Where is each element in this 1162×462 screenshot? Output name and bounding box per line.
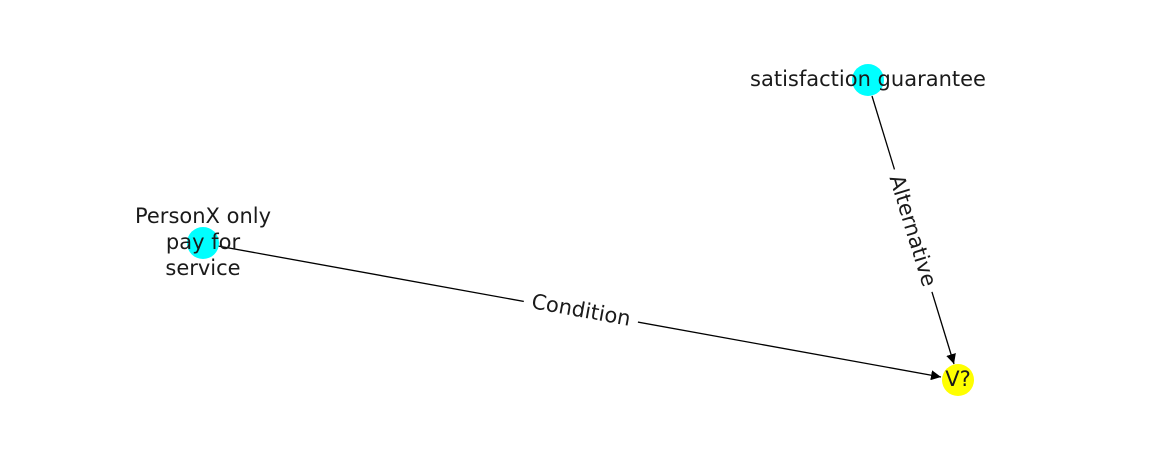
edge-alternative-label: Alternative xyxy=(885,172,942,289)
node-personx-label-line-1: PersonX only xyxy=(135,204,271,228)
edge-condition-label-bg xyxy=(521,285,641,337)
node-personx: PersonX only pay for service xyxy=(135,204,271,280)
node-v-circle xyxy=(942,364,974,396)
node-v-label: V? xyxy=(945,367,971,391)
node-satisfaction-label: satisfaction guarantee xyxy=(750,67,986,91)
node-personx-circle xyxy=(187,227,219,259)
node-personx-label-line-2: pay for xyxy=(166,230,241,254)
edge-alternative-label-bg xyxy=(878,165,946,297)
edge-alternative: Alternative xyxy=(871,95,956,365)
node-v: V? xyxy=(942,364,974,396)
node-satisfaction-circle xyxy=(852,64,884,96)
edge-condition: Condition xyxy=(217,245,942,381)
node-personx-label-line-3: service xyxy=(165,256,240,280)
node-satisfaction: satisfaction guarantee xyxy=(750,64,986,96)
